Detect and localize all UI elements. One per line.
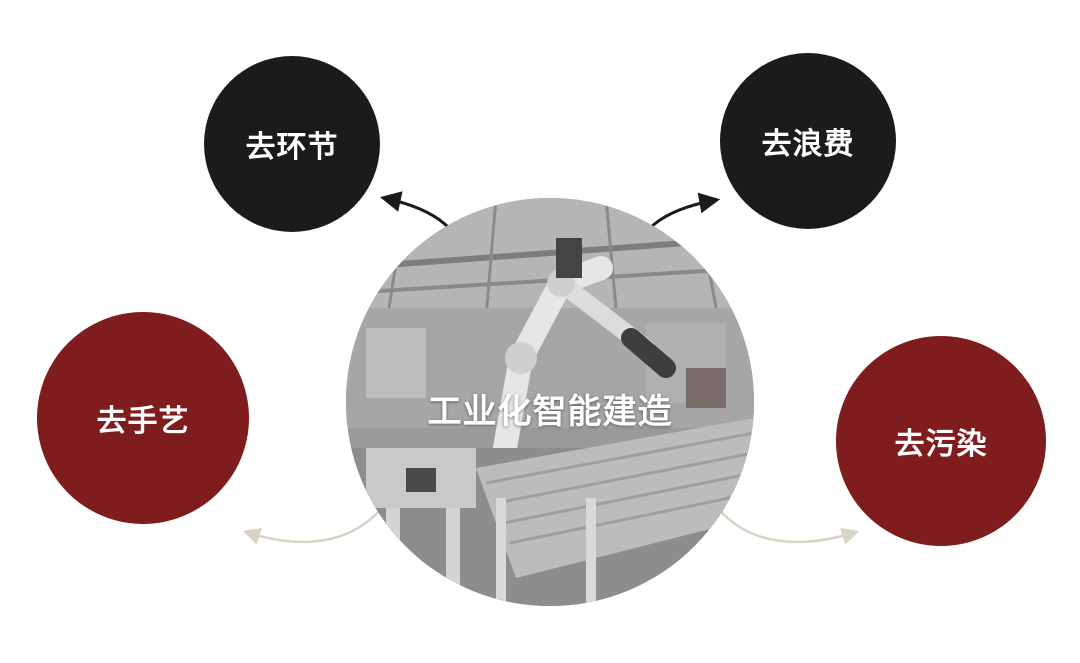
factory-robot-image [346, 198, 754, 606]
node-label: 去手艺 [96, 404, 190, 439]
node-label: 去浪费 [761, 127, 855, 162]
node-remove-waste: 去浪费 [720, 53, 896, 229]
node-label: 去环节 [245, 130, 339, 165]
center-photo-circle: 工业化智能建造 [346, 198, 754, 606]
center-title: 工业化智能建造 [427, 392, 673, 432]
node-remove-craftsmanship: 去手艺 [37, 312, 249, 524]
node-remove-steps: 去环节 [204, 56, 380, 232]
node-remove-pollution: 去污染 [836, 336, 1046, 546]
node-label: 去污染 [894, 427, 988, 462]
